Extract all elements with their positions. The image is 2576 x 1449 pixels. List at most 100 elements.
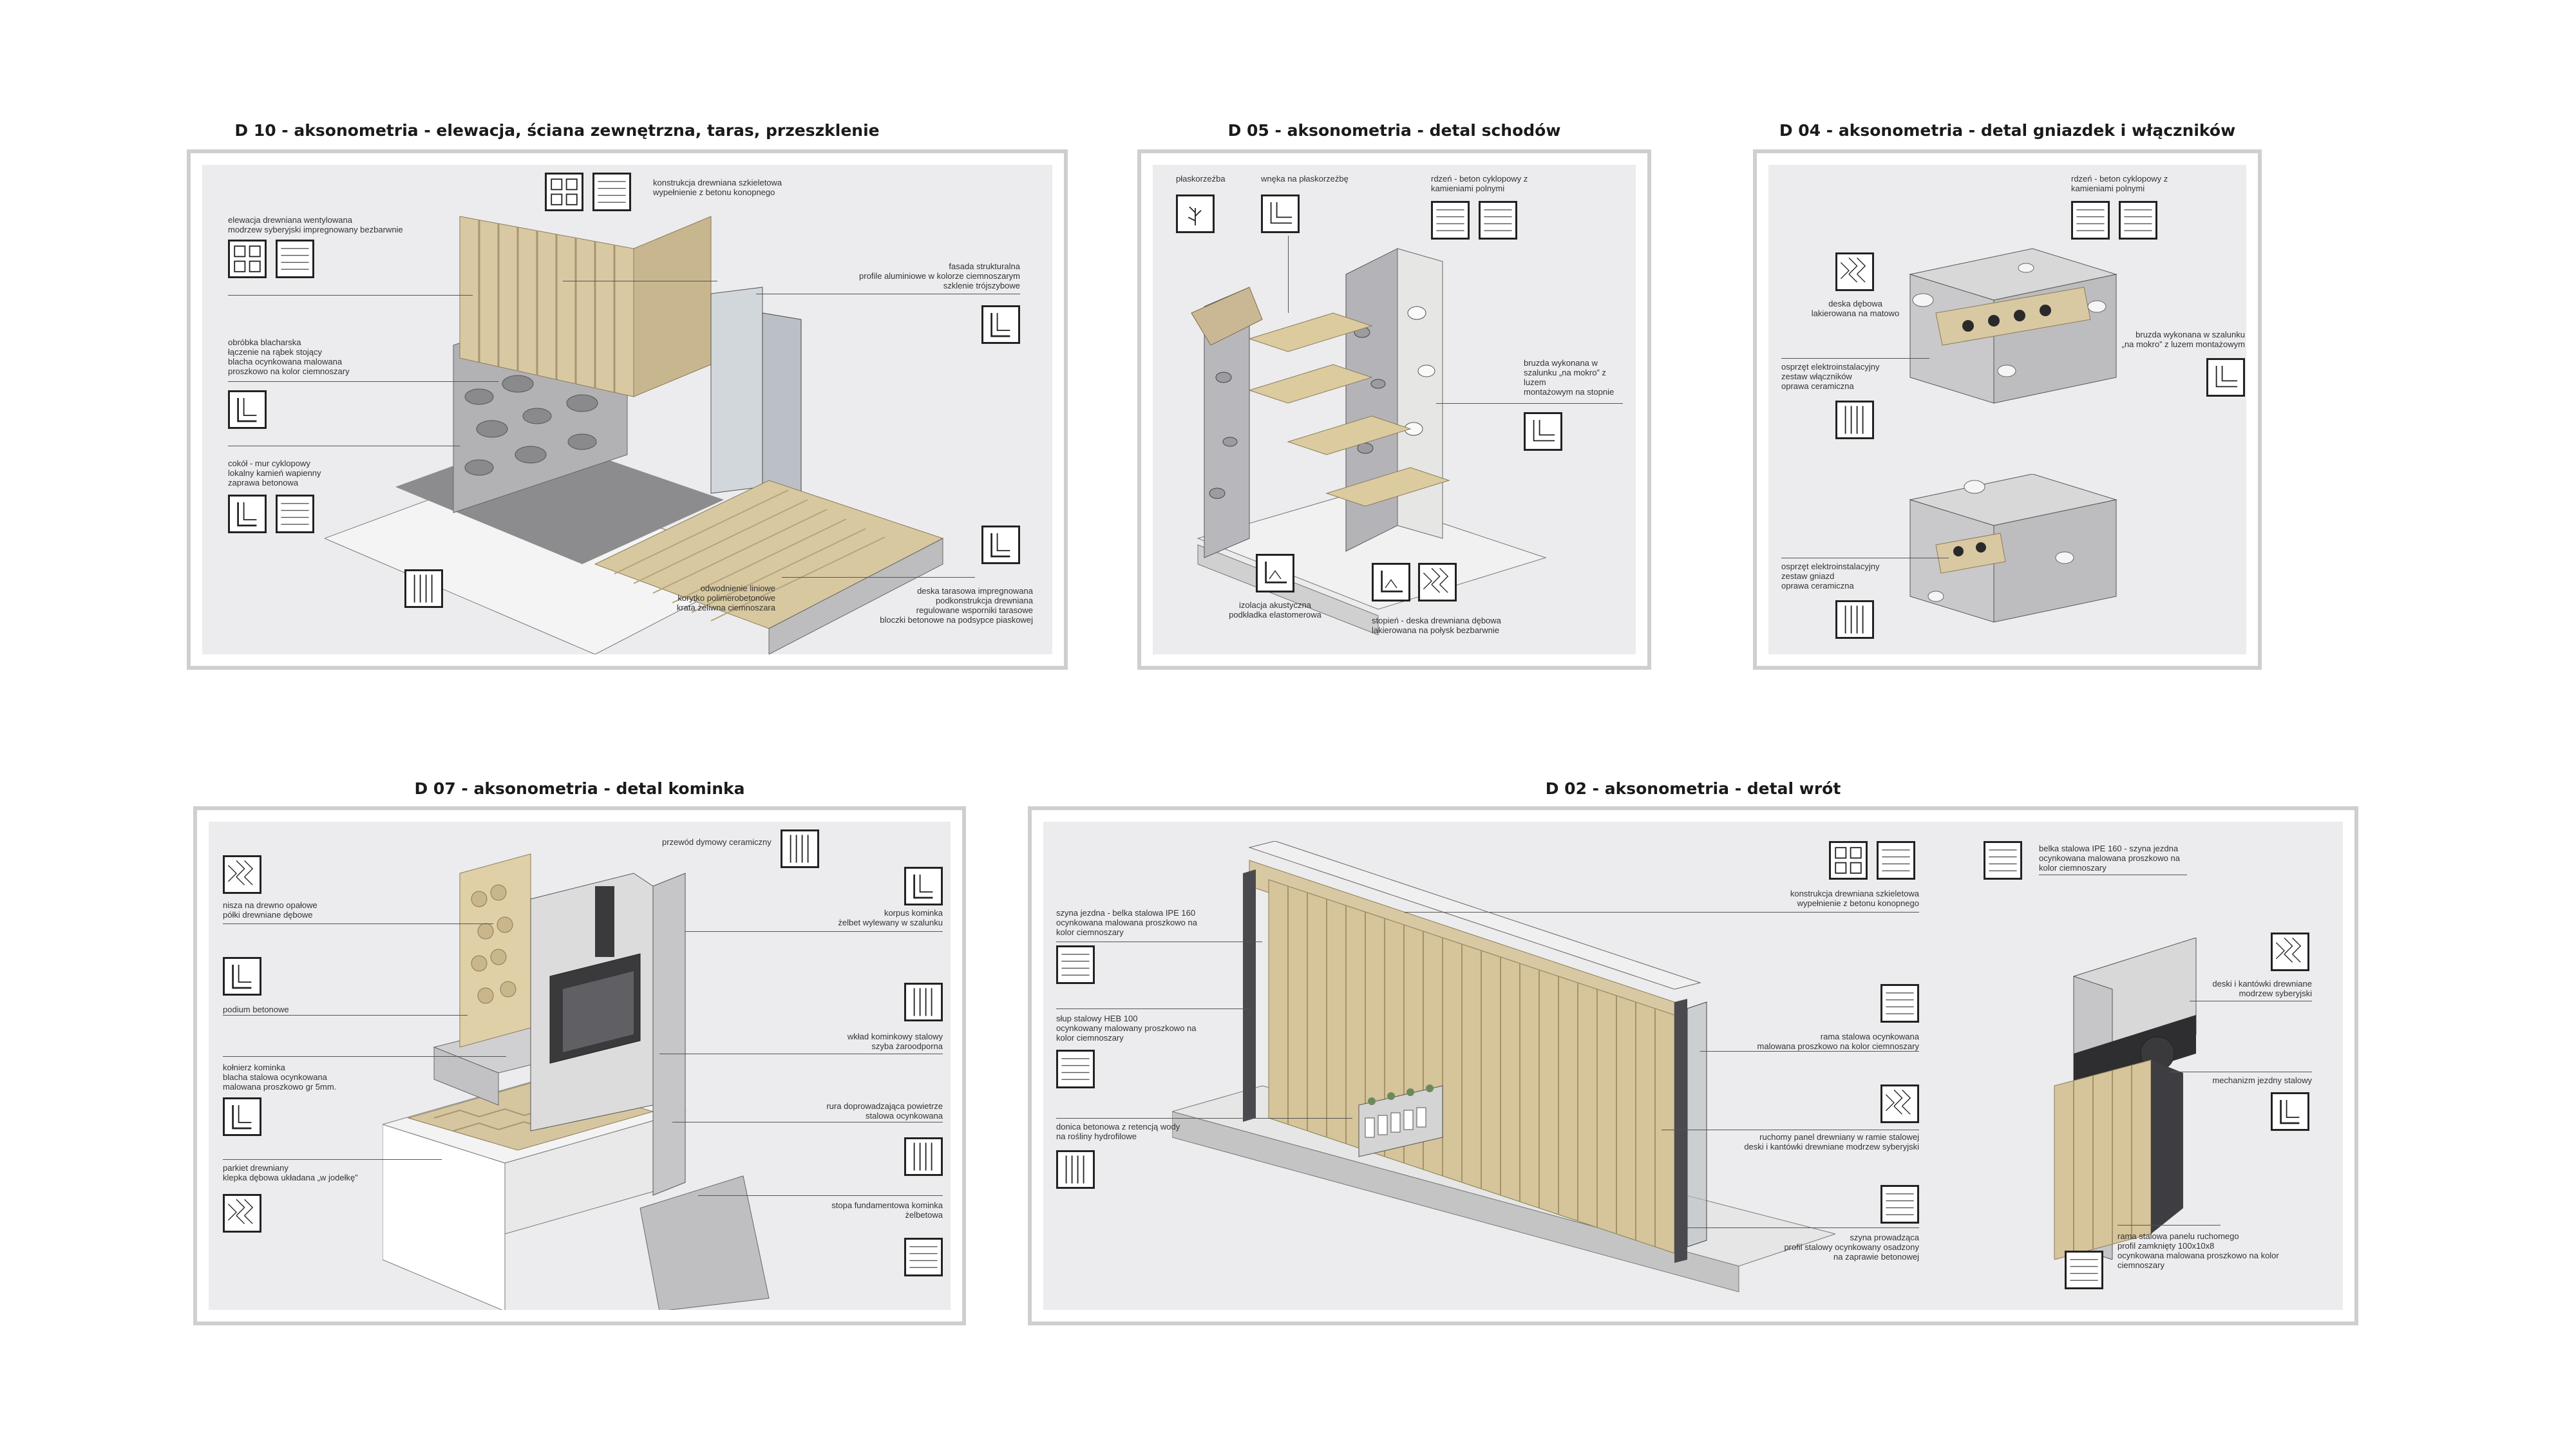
leader-line — [223, 1015, 468, 1016]
panel-d02: konstrukcja drewniana szkieletowa wypełn… — [1028, 806, 2358, 1325]
panel-title-d10: D 10 - aksonometria - elewacja, ściana z… — [234, 121, 880, 140]
panel-d07-canvas: przewód dymowy ceramiczny nisza na drewn… — [209, 822, 951, 1310]
symbol-oak-board-icon — [1880, 1084, 1919, 1123]
leader-line — [1700, 1051, 1919, 1052]
leader-line — [228, 381, 498, 382]
symbol-drain-grate-icon — [404, 569, 443, 608]
symbol-steel-section-icon — [904, 867, 943, 905]
label-fasada: fasada strukturalna profile aluminiowe w… — [859, 261, 1020, 290]
symbol-ceramic-icon — [781, 829, 819, 868]
label-rdzen: rdzeń - beton cyklopowy z kamieniami pol… — [1431, 174, 1528, 193]
symbol-hemp-concrete-icon — [2119, 201, 2157, 240]
leader-line — [698, 1195, 943, 1196]
symbol-steel-section-icon — [981, 305, 1020, 344]
symbol-hemp-concrete-icon — [1431, 201, 1470, 240]
label-korpus: korpus kominka żelbet wylewany w szalunk… — [838, 908, 943, 927]
symbol-steel-section-icon — [981, 526, 1020, 564]
label-obrobka: obróbka blacharska łączenie na rąbek sto… — [228, 337, 350, 376]
label-belka-stalowa: belka stalowa IPE 160 - szyna jezdna ocy… — [2039, 844, 2180, 873]
label-osprzet-gniazd: osprzęt elektroinstalacyjny zestaw gniaz… — [1781, 562, 1880, 591]
leader-line — [2117, 1225, 2221, 1226]
leader-line — [1404, 912, 1919, 913]
switch-block-drawing — [1897, 242, 2129, 410]
label-podium: podium betonowe — [223, 1005, 289, 1014]
label-deski-kantowki: deski i kantówki drewniane modrzew syber… — [2212, 979, 2312, 998]
leader-line — [685, 931, 943, 932]
symbol-frame-icon — [545, 173, 583, 211]
panel-title-d07: D 07 - aksonometria - detal kominka — [414, 779, 745, 798]
label-cokol: cokół - mur cyklopowy lokalny kamień wap… — [228, 459, 321, 488]
fireplace-axonometric-drawing — [383, 848, 820, 1310]
label-deska-tarasowa: deska tarasowa impregnowana podkonstrukc… — [880, 586, 1033, 625]
panel-d10-canvas: konstrukcja drewniana szkieletowa wypełn… — [202, 165, 1052, 654]
symbol-hemp-concrete-icon — [1984, 841, 2022, 880]
symbol-hemp-concrete-icon — [276, 240, 314, 278]
label-donica: donica betonowa z retencją wody na rośli… — [1056, 1122, 1180, 1141]
label-stopien: stopień - deska drewniana dębowa lakiero… — [1372, 616, 1501, 635]
symbol-hemp-concrete-icon — [1877, 841, 1915, 880]
label-wklad: wkład kominkowy stalowy szyba żaroodporn… — [847, 1032, 943, 1051]
label-przewod: przewód dymowy ceramiczny — [662, 837, 772, 847]
symbol-hemp-concrete-icon — [904, 1238, 943, 1276]
stairs-axonometric-drawing — [1185, 236, 1636, 648]
panel-title-d05: D 05 - aksonometria - detal schodów — [1227, 121, 1561, 140]
label-konstrukcja: konstrukcja drewniana szkieletowa wypełn… — [653, 178, 782, 197]
panel-d05: płaskorzeźba wnęka na płaskorzeźbę rdzeń… — [1137, 149, 1651, 670]
label-mechanizm: mechanizm jezdny stalowy — [2212, 1075, 2312, 1085]
symbol-ceramic-icon — [904, 983, 943, 1021]
label-rama-ocynkowana: rama stalowa ocynkowana malowana proszko… — [1757, 1032, 1919, 1051]
label-parkiet: parkiet drewniany klepka dębowa układana… — [223, 1163, 358, 1182]
symbol-insulation-icon — [1256, 554, 1294, 592]
panel-d05-canvas: płaskorzeźba wnęka na płaskorzeźbę rdzeń… — [1153, 165, 1636, 654]
symbol-drain-grate-icon — [1056, 1150, 1095, 1189]
leader-line — [223, 1056, 506, 1057]
symbol-relief-icon — [1176, 194, 1215, 233]
label-izolacja: izolacja akustyczna podkładka elastomero… — [1229, 600, 1321, 620]
symbol-niche-icon — [2206, 358, 2245, 397]
symbol-frame-icon — [228, 240, 267, 278]
symbol-steel-section-icon — [228, 495, 267, 533]
symbol-niche-icon — [1524, 412, 1562, 451]
label-ruchomy-panel: ruchomy panel drewniany w ramie stalowej… — [1744, 1132, 1919, 1151]
leader-line — [223, 1159, 442, 1160]
label-bruzda: bruzda wykonana w szalunku „na mokro” z … — [2121, 330, 2245, 349]
symbol-ceramic-icon — [1835, 401, 1874, 439]
symbol-hemp-concrete-icon — [1880, 984, 1919, 1023]
label-osprzet-wlacznikow: osprzęt elektroinstalacyjny zestaw włącz… — [1781, 362, 1880, 391]
label-rura: rura doprowadzająca powietrze stalowa oc… — [826, 1101, 943, 1121]
panel-d04: rdzeń - beton cyklopowy z kamieniami pol… — [1753, 149, 2262, 670]
leader-line — [1781, 358, 1929, 359]
symbol-hemp-concrete-icon — [2065, 1251, 2103, 1289]
label-elewacja: elewacja drewniana wentylowana modrzew s… — [228, 215, 403, 234]
leader-line — [223, 923, 493, 924]
leader-line — [1056, 1118, 1352, 1119]
symbol-oak-board-icon — [223, 855, 261, 894]
panel-d10: konstrukcja drewniana szkieletowa wypełn… — [187, 149, 1068, 670]
symbol-hemp-concrete-icon — [2071, 201, 2110, 240]
label-nisza: nisza na drewno opałowe półki drewniane … — [223, 900, 317, 920]
leader-line — [228, 295, 473, 296]
label-slup: słup stalowy HEB 100 ocynkowany malowany… — [1056, 1014, 1197, 1043]
symbol-insulation-icon — [1372, 563, 1410, 601]
gate-rail-detail-drawing — [2035, 938, 2228, 1260]
symbol-steel-section-icon — [223, 1097, 261, 1136]
label-kolnierz: kołnierz kominka blacha stalowa ocynkowa… — [223, 1063, 337, 1092]
label-szyna-jezdna: szyna jezdna - belka stalowa IPE 160 ocy… — [1056, 908, 1197, 937]
symbol-hemp-concrete-icon — [592, 173, 631, 211]
label-szyna-prowadzaca: szyna prowadząca profil stalowy ocynkowa… — [1784, 1233, 1919, 1262]
symbol-frame-icon — [1829, 841, 1868, 880]
leader-line — [782, 577, 975, 578]
leader-line — [1687, 1227, 1919, 1228]
symbol-steel-section-icon — [2271, 1092, 2309, 1131]
label-stopa: stopa fundamentowa kominka żelbetowa — [831, 1200, 943, 1220]
symbol-oak-board-icon — [2271, 933, 2309, 971]
leader-line — [1436, 403, 1623, 404]
panel-title-d04: D 04 - aksonometria - detal gniazdek i w… — [1779, 121, 2236, 140]
symbol-ceramic-icon — [1835, 600, 1874, 639]
symbol-hemp-concrete-icon — [1479, 201, 1517, 240]
panel-d02-canvas: konstrukcja drewniana szkieletowa wypełn… — [1043, 822, 2343, 1310]
socket-block-drawing — [1897, 474, 2129, 629]
panel-d04-canvas: rdzeń - beton cyklopowy z kamieniami pol… — [1768, 165, 2246, 654]
symbol-hemp-concrete-icon — [1056, 945, 1095, 984]
symbol-steel-section-icon — [223, 957, 261, 996]
